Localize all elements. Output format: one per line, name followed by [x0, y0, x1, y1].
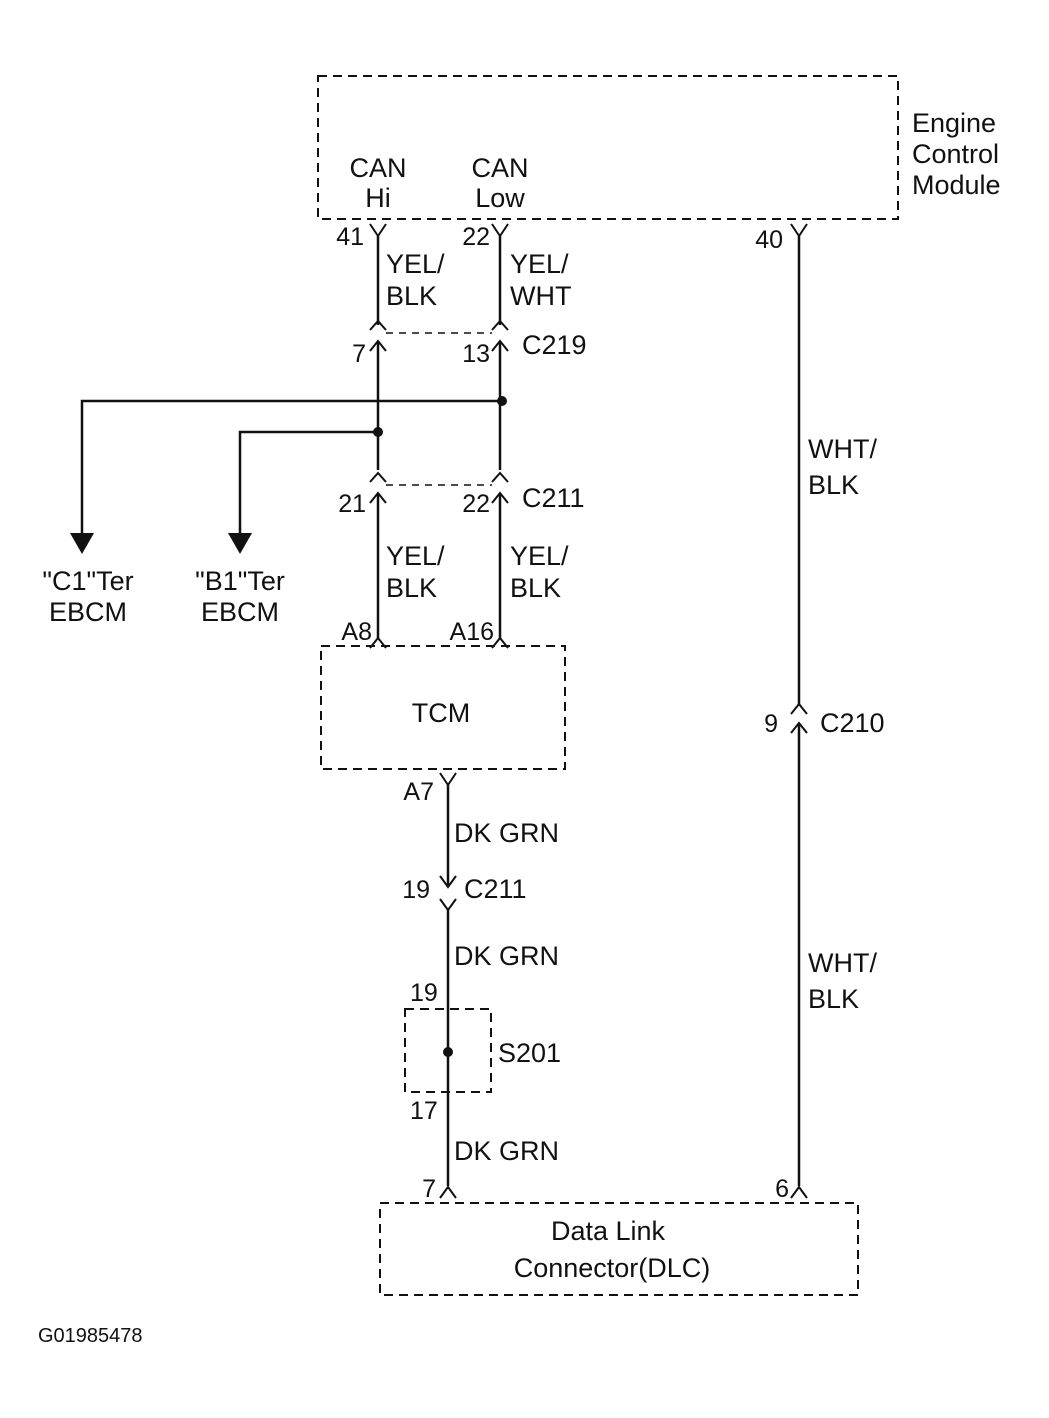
transmission-control-module: TCM A8 A16 A7 — [320, 618, 566, 806]
dlc-pin-6-terminal — [790, 1185, 808, 1199]
ecm-pin-40-terminal — [790, 223, 808, 238]
can-hi-circuit: YEL/ BLK YEL/ BLK — [369, 236, 445, 638]
c1-ebcm-label-1: "C1"Ter — [42, 566, 133, 596]
engine-control-module: Engine Control Module CAN Hi CAN Low — [317, 75, 1001, 220]
c211-pin-22-female — [491, 471, 509, 483]
tcm-pin-a16-terminal — [491, 636, 509, 649]
c211-pin-19-male — [439, 875, 457, 889]
can-low-label-2: Low — [475, 183, 525, 213]
can-low-label-1: CAN — [471, 153, 528, 183]
dk-grn-wire-color-1: DK GRN — [454, 818, 559, 848]
connector-c219: 7 13 C219 — [352, 330, 586, 368]
ebcm-branches: "C1"Ter EBCM "B1"Ter EBCM — [42, 399, 502, 627]
s201-splice-box — [404, 1008, 492, 1093]
b1-ebcm-label-1: "B1"Ter — [195, 566, 285, 596]
c210-label: C210 — [820, 708, 885, 738]
dlc-pin-7-terminal — [439, 1185, 457, 1199]
can-hi-wire-color-1: YEL/ — [386, 249, 445, 279]
tcm-pin-a7-terminal — [439, 772, 457, 787]
dlc-label-line-1: Data Link — [551, 1216, 666, 1246]
s201-splice-dot — [443, 1047, 453, 1057]
s201-pin-17: 17 — [410, 1097, 438, 1125]
ecm-pin-22-terminal — [491, 223, 509, 238]
tcm-pin-a8-terminal — [369, 636, 387, 649]
data-link-connector: Data Link Connector(DLC) — [379, 1202, 859, 1296]
c211-pin-22: 22 — [462, 490, 490, 518]
wht-blk-circuit: WHT/ BLK 9 C210 WHT/ BLK 6 — [764, 236, 885, 1203]
ecm-pin-22: 22 — [462, 223, 490, 251]
dlc-pin-6: 6 — [775, 1175, 789, 1203]
c219-pin-13: 13 — [462, 340, 490, 368]
ecm-pin-40: 40 — [755, 226, 783, 254]
wht-blk-upper-color-2: BLK — [808, 470, 859, 500]
s201-pin-19: 19 — [410, 979, 438, 1007]
wht-blk-lower-color-2: BLK — [808, 984, 859, 1014]
c1-ebcm-arrow — [70, 533, 94, 554]
wht-blk-upper-color-1: WHT/ — [808, 434, 877, 464]
ecm-pin-41: 41 — [336, 223, 364, 251]
dk-grn-circuit: DK GRN 19 C211 DK GRN 19 S201 17 DK GRN … — [402, 785, 561, 1203]
branch-to-b1-ebcm — [238, 430, 378, 536]
b1-ebcm-label-2: EBCM — [201, 597, 279, 627]
connector-c211-upper: 21 22 C211 — [338, 483, 584, 518]
tcm-pin-a16: A16 — [450, 618, 494, 646]
c210-pin-9-female — [790, 702, 808, 715]
tcm-pin-a7: A7 — [403, 778, 434, 806]
c211-pin-19: 19 — [402, 876, 430, 904]
s201-label: S201 — [498, 1038, 561, 1068]
figure-id: G01985478 — [38, 1325, 143, 1347]
c219-label: C219 — [522, 330, 587, 360]
c211-pin-19-female — [439, 898, 457, 912]
c211-lower-label: C211 — [464, 874, 527, 904]
c219-pin-7-female — [369, 319, 387, 331]
dlc-label-line-2: Connector(DLC) — [514, 1253, 711, 1283]
c219-pin-13-female — [491, 319, 509, 331]
can-hi-lower-wire-color-2: BLK — [386, 573, 437, 603]
c210-pin-9: 9 — [764, 710, 778, 738]
b1-ebcm-arrow — [228, 533, 252, 554]
can-hi-wire-color-2: BLK — [386, 281, 437, 311]
branch-to-c1-ebcm — [80, 399, 502, 536]
can-hi-label-2: Hi — [365, 183, 391, 213]
tcm-pin-a8: A8 — [341, 618, 372, 646]
can-hi-label-1: CAN — [349, 153, 406, 183]
wht-blk-lower-color-1: WHT/ — [808, 948, 877, 978]
can-low-wire-color-2: WHT — [510, 281, 571, 311]
c211-pin-21: 21 — [338, 490, 366, 518]
c211-upper-label: C211 — [522, 483, 585, 513]
c211-pin-21-female — [369, 471, 387, 483]
can-low-lower-wire-color-2: BLK — [510, 573, 561, 603]
can-low-wire-color-1: YEL/ — [510, 249, 569, 279]
dk-grn-wire-color-2: DK GRN — [454, 941, 559, 971]
ecm-label-line-1: Engine — [912, 108, 996, 138]
ecm-pin-41-terminal — [369, 223, 387, 238]
can-low-lower-wire-color-1: YEL/ — [510, 541, 569, 571]
can-low-circuit: YEL/ WHT YEL/ BLK — [491, 236, 571, 638]
ecm-terminals: 41 22 40 — [336, 223, 808, 254]
ecm-label-line-3: Module — [912, 170, 1001, 200]
ecm-label-line-2: Control — [912, 139, 999, 169]
dk-grn-wire-color-3: DK GRN — [454, 1136, 559, 1166]
c219-pin-7: 7 — [352, 340, 366, 368]
c1-ebcm-label-2: EBCM — [49, 597, 127, 627]
can-hi-lower-wire-color-1: YEL/ — [386, 541, 445, 571]
tcm-label: TCM — [412, 698, 470, 728]
dlc-pin-7: 7 — [422, 1175, 436, 1203]
